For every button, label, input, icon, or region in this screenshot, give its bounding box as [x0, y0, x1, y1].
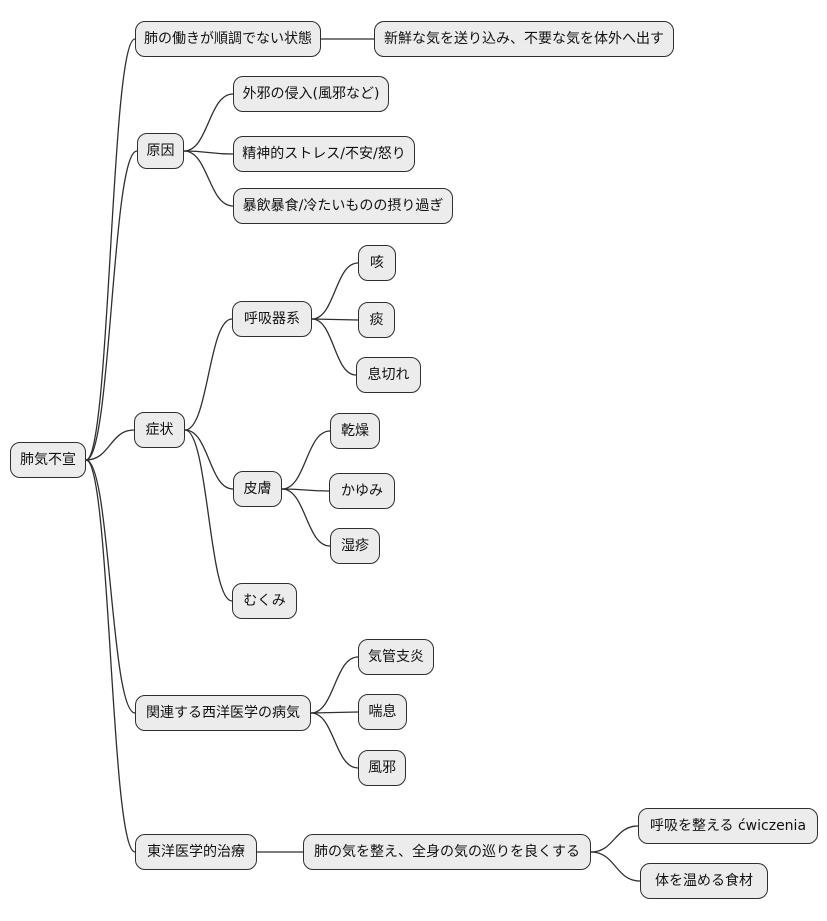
edge-root-eastern-treatment — [85, 459, 136, 853]
mindmap-node-cause-stress: 精神的ストレス/不安/怒り — [233, 136, 415, 172]
edge-symptoms-skin — [184, 429, 234, 490]
edge-western-diseases-cold — [310, 712, 359, 769]
mindmap-node-skin: 皮膚 — [233, 471, 282, 507]
edge-symptoms-swelling — [184, 429, 233, 602]
mindmap-node-treatment-principle: 肺の気を整え、全身の気の巡りを良くする — [303, 834, 591, 870]
edge-western-diseases-bronchitis — [310, 656, 359, 714]
mindmap-node-cause-external: 外邪の侵入(風邪など) — [233, 76, 389, 112]
edge-causes-cause-diet — [183, 150, 234, 207]
mindmap-node-root: 肺気不宣 — [10, 442, 86, 478]
mindmap-node-breathlessness: 息切れ — [356, 357, 421, 393]
mindmap-node-asthma: 喘息 — [358, 694, 407, 730]
mindmap-node-bronchitis: 気管支炎 — [358, 639, 434, 675]
mindmap-node-cold: 風邪 — [358, 750, 406, 786]
edge-skin-itching — [281, 488, 330, 492]
mindmap-node-cough: 咳 — [358, 245, 396, 281]
edge-treatment-principle-warming-foods — [590, 851, 641, 882]
edge-respiratory-phlegm — [311, 318, 359, 321]
edge-respiratory-cough — [311, 262, 359, 320]
mindmap-node-eczema: 湿疹 — [330, 528, 380, 564]
edge-treatment-principle-breathing-exercise — [590, 825, 639, 853]
mindmap-node-state-detail: 新鮮な気を送り込み、不要な気を体外へ出す — [374, 21, 674, 57]
mindmap-node-dryness: 乾燥 — [330, 413, 380, 449]
mindmap-node-cause-diet: 暴飲暴食/冷たいものの摂り過ぎ — [233, 188, 453, 224]
mindmap-node-warming-foods: 体を温める食材 — [640, 863, 768, 899]
mindmap-node-itching: かゆみ — [329, 473, 395, 509]
mindmap-node-eastern-treatment: 東洋医学的治療 — [135, 834, 257, 870]
mindmap-node-swelling: むくみ — [232, 583, 297, 619]
edge-skin-dryness — [281, 430, 331, 490]
edge-causes-cause-stress — [183, 150, 234, 155]
edge-root-causes — [85, 150, 138, 461]
edge-root-state — [85, 38, 136, 461]
edge-symptoms-respiratory — [184, 318, 233, 431]
mindmap-node-symptoms: 症状 — [134, 412, 185, 448]
edge-western-diseases-asthma — [310, 711, 359, 714]
mindmap-node-respiratory: 呼吸器系 — [232, 301, 312, 337]
mindmap-node-breathing-exercise: 呼吸を整える ćwiczenia — [638, 808, 818, 844]
edge-causes-cause-external — [183, 93, 234, 152]
edge-skin-eczema — [281, 488, 331, 547]
edge-root-western-diseases — [85, 459, 136, 714]
edge-root-symptoms — [85, 429, 135, 461]
mindmap-node-causes: 原因 — [137, 133, 184, 169]
mindmap-node-state: 肺の働きが順調でない状態 — [135, 21, 321, 57]
mindmap-node-western-diseases: 関連する西洋医学の病気 — [135, 695, 311, 731]
edge-respiratory-breathlessness — [311, 318, 357, 376]
mindmap-node-phlegm: 痰 — [358, 302, 395, 338]
